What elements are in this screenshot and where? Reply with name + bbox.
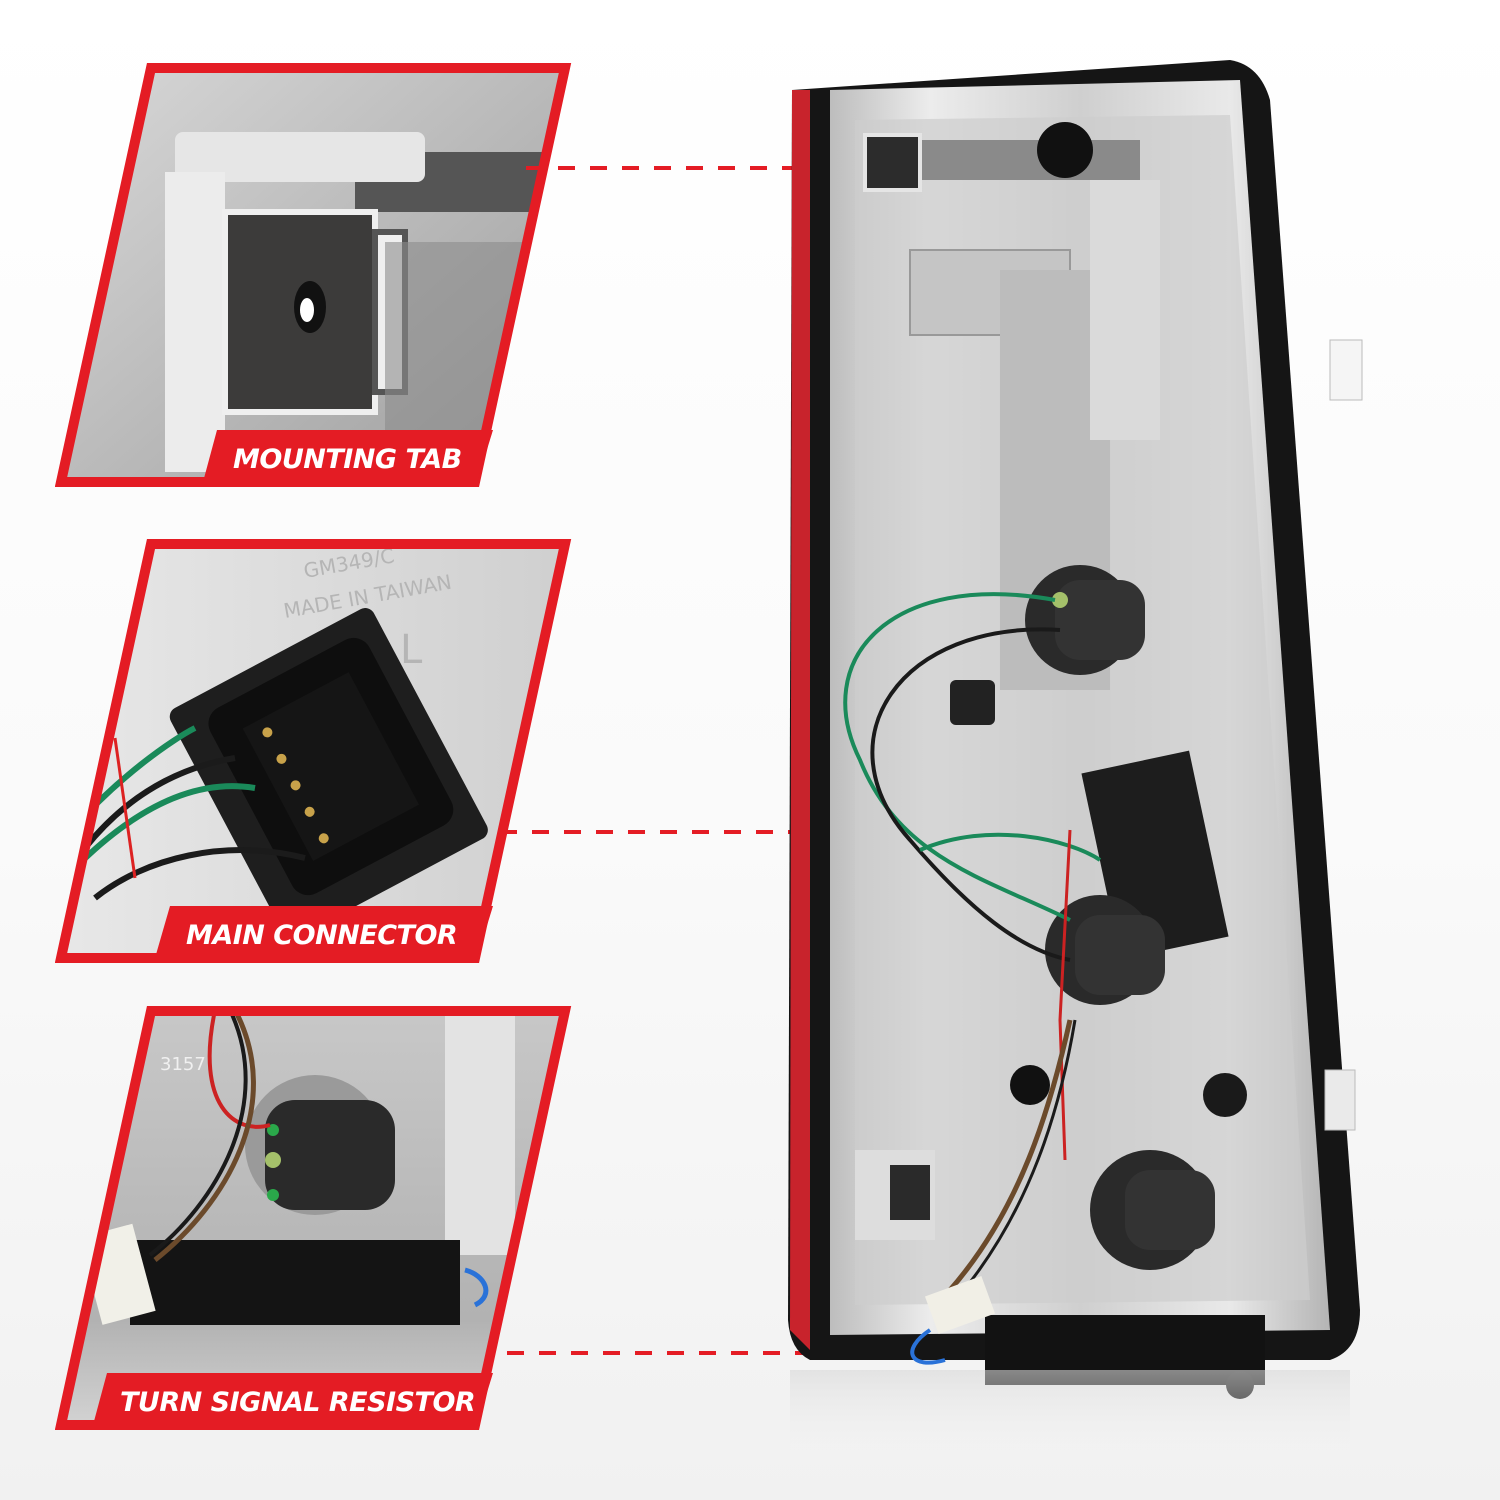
bulb-socket-middle (1045, 895, 1165, 1005)
callout-label-mounting-tab: MOUNTING TAB (233, 444, 462, 475)
callout-panel-main-connector: GM349/C MADE IN TAIWAN L MAIN CONNECTOR (55, 538, 575, 988)
main-connector-detail-photo: GM349/C MADE IN TAIWAN L (55, 539, 572, 963)
bulb-socket-lower (1090, 1150, 1215, 1270)
callout-panel-turn-signal-resistor: 3157 TURN SIGNAL RESISTOR (55, 1005, 575, 1455)
embossed-side: L (400, 627, 423, 673)
mounting-tab-detail-photo (55, 63, 572, 487)
callout-label-main-connector: MAIN CONNECTOR (186, 920, 458, 951)
callout-panel-mounting-tab: MOUNTING TAB (55, 62, 575, 512)
tail-light-product-photo (770, 60, 1390, 1460)
leader-line-mounting-tab (526, 166, 888, 170)
embossed-bulb-number: 3157 (160, 1054, 206, 1075)
callout-label-turn-signal-resistor: TURN SIGNAL RESISTOR (120, 1387, 476, 1418)
turn-signal-resistor-detail-photo: 3157 (55, 1006, 572, 1430)
bulb-socket-upper (1025, 565, 1145, 675)
